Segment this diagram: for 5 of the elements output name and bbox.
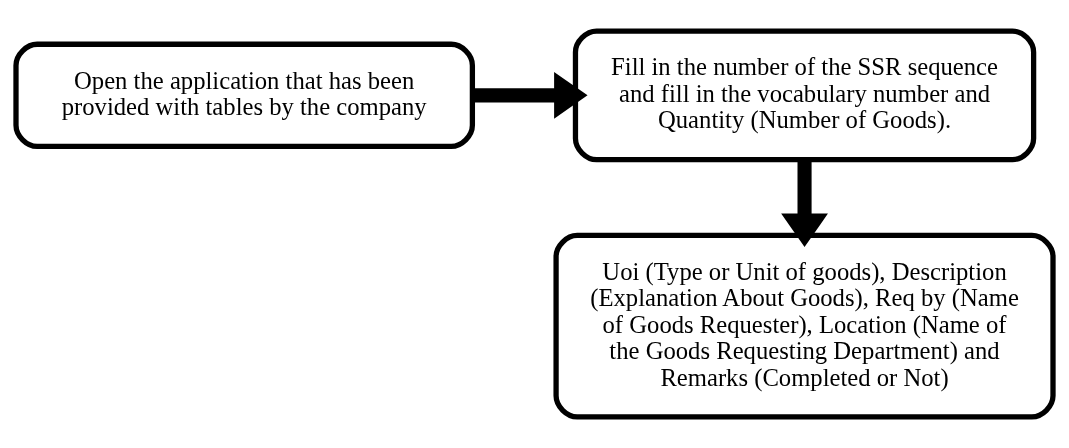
- node-box: Open the application that has been provided with tables by the company: [13, 41, 476, 150]
- node-box: Fill in the number of the SSR sequence and fill in the vocabulary number and Quantity (Number of Goods).: [572, 28, 1037, 163]
- node-box: Uoi (Type or Unit of goods), Description (Explanation About Goods), Req by (Name of Goods Requester), Location (Name of the Goods Requesting Department) and Remarks (Completed or Not): [553, 232, 1056, 420]
- arrow: [472, 71, 588, 119]
- arrow: [781, 159, 828, 247]
